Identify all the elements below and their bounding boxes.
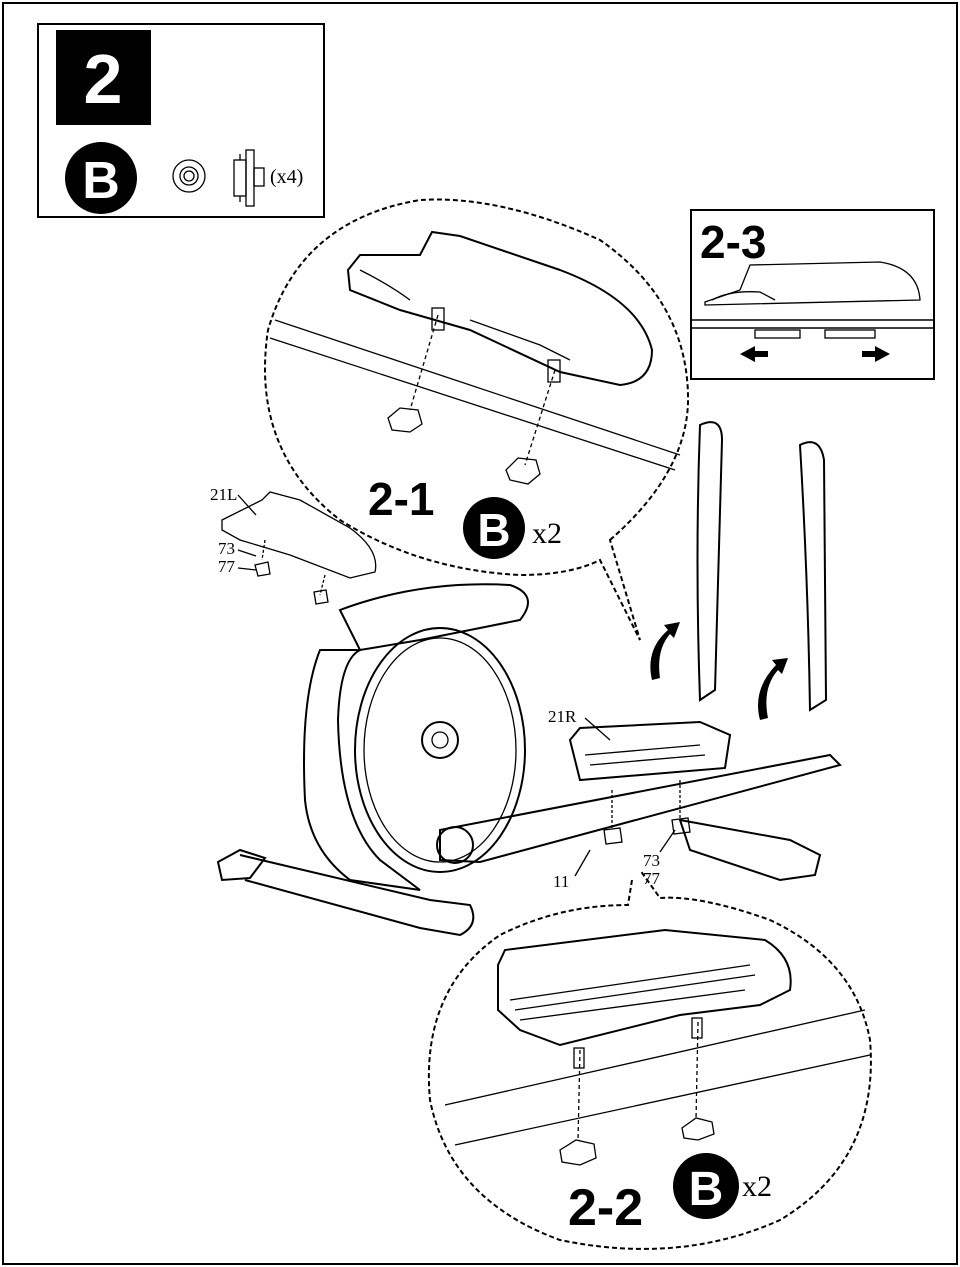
flywheel [354, 627, 526, 873]
hardware-badge-letter: B [82, 152, 120, 210]
part-77-left: 77 [218, 557, 236, 576]
hardware-panel: 2 B (x4) [37, 23, 325, 218]
washer-icon [172, 159, 206, 193]
right-pedal [568, 720, 732, 782]
callout-2-2-qty: x2 [742, 1170, 772, 1203]
callout-2-1-bubble: 2-1 B x2 [264, 198, 690, 641]
step-number-box [56, 30, 151, 125]
part-21L: 21L [210, 485, 237, 504]
callout-2-2-label: 2-2 [568, 1179, 643, 1237]
callout-2-3: 2-3 [690, 209, 935, 380]
hardware-badge-circle [65, 142, 137, 214]
callout-2-2-bubble: 2-2 B x2 [427, 869, 872, 1250]
part-21R: 21R [548, 707, 577, 726]
callout-2-1-qty: x2 [532, 517, 562, 550]
callout-2-1-badge: B [477, 504, 510, 556]
step-number: 2 [84, 40, 123, 118]
right-handlebar [798, 441, 828, 712]
elliptical-machine: 21R 11 73 77 [216, 421, 842, 937]
left-handlebar [696, 421, 724, 702]
arrow-left-icon [740, 346, 768, 362]
left-pedal: 21L 73 77 [210, 485, 377, 605]
callout-2-2-badge: B [689, 1163, 724, 1216]
part-73-left: 73 [218, 539, 235, 558]
callout-2-1-label: 2-1 [368, 473, 434, 525]
rotate-arrow-right-icon [758, 658, 788, 720]
part-11: 11 [553, 872, 569, 891]
rotate-arrow-left-icon [650, 622, 680, 680]
arrow-right-icon [862, 346, 890, 362]
part-77-right: 77 [643, 869, 661, 888]
part-73-right: 73 [643, 851, 660, 870]
knob-bolt-icon [233, 149, 265, 207]
hardware-qty: (x4) [270, 166, 303, 188]
callout-2-3-label: 2-3 [700, 216, 766, 268]
